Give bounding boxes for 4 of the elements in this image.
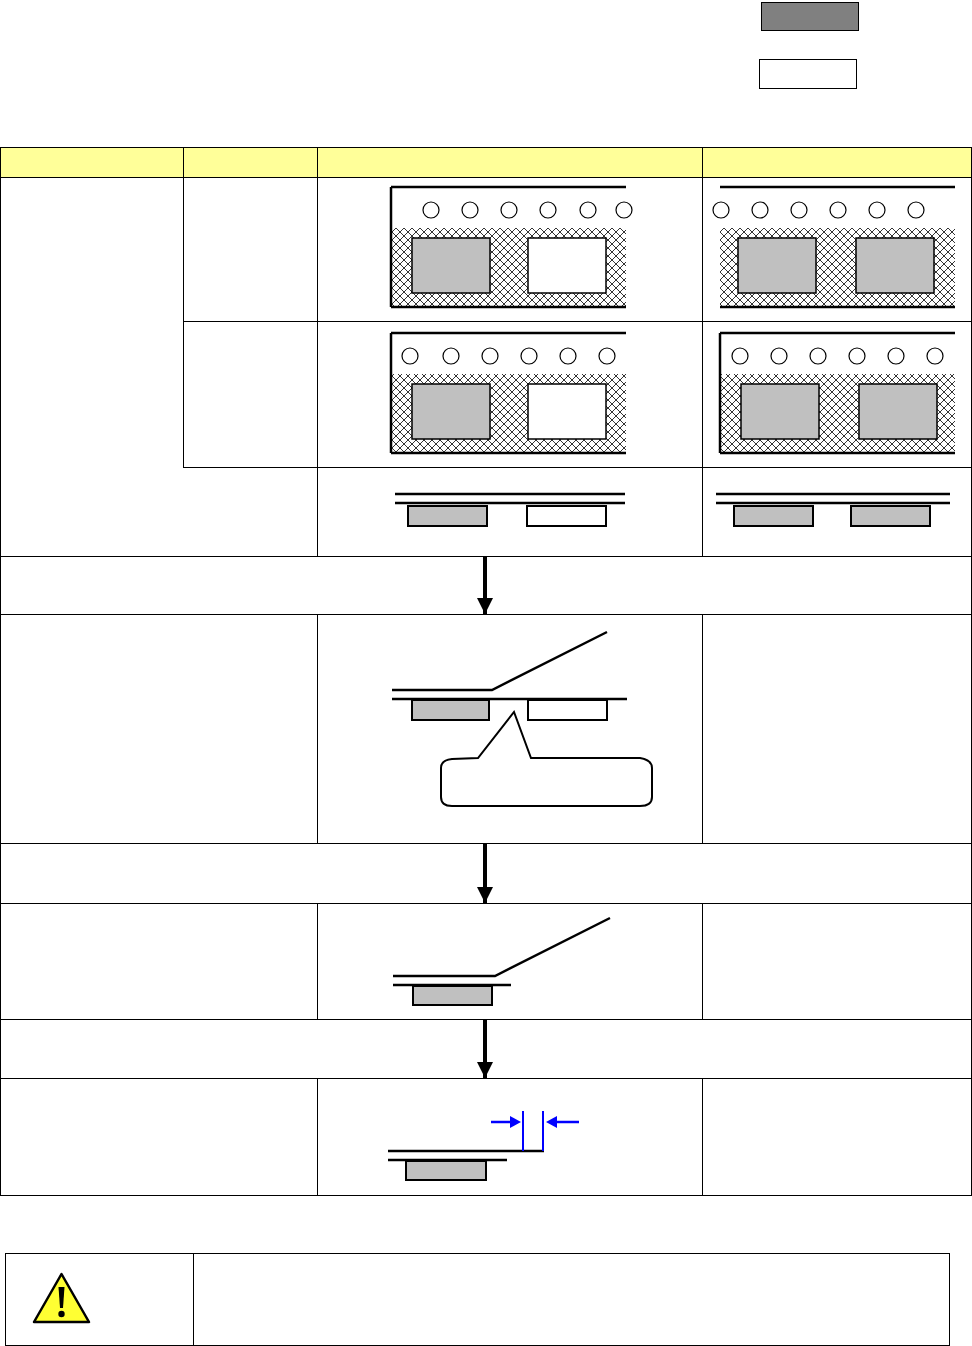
callout-bubble	[440, 711, 653, 807]
flow-arrow	[477, 557, 493, 614]
flow-arrow	[477, 1020, 493, 1078]
flow-arrow	[477, 844, 493, 903]
